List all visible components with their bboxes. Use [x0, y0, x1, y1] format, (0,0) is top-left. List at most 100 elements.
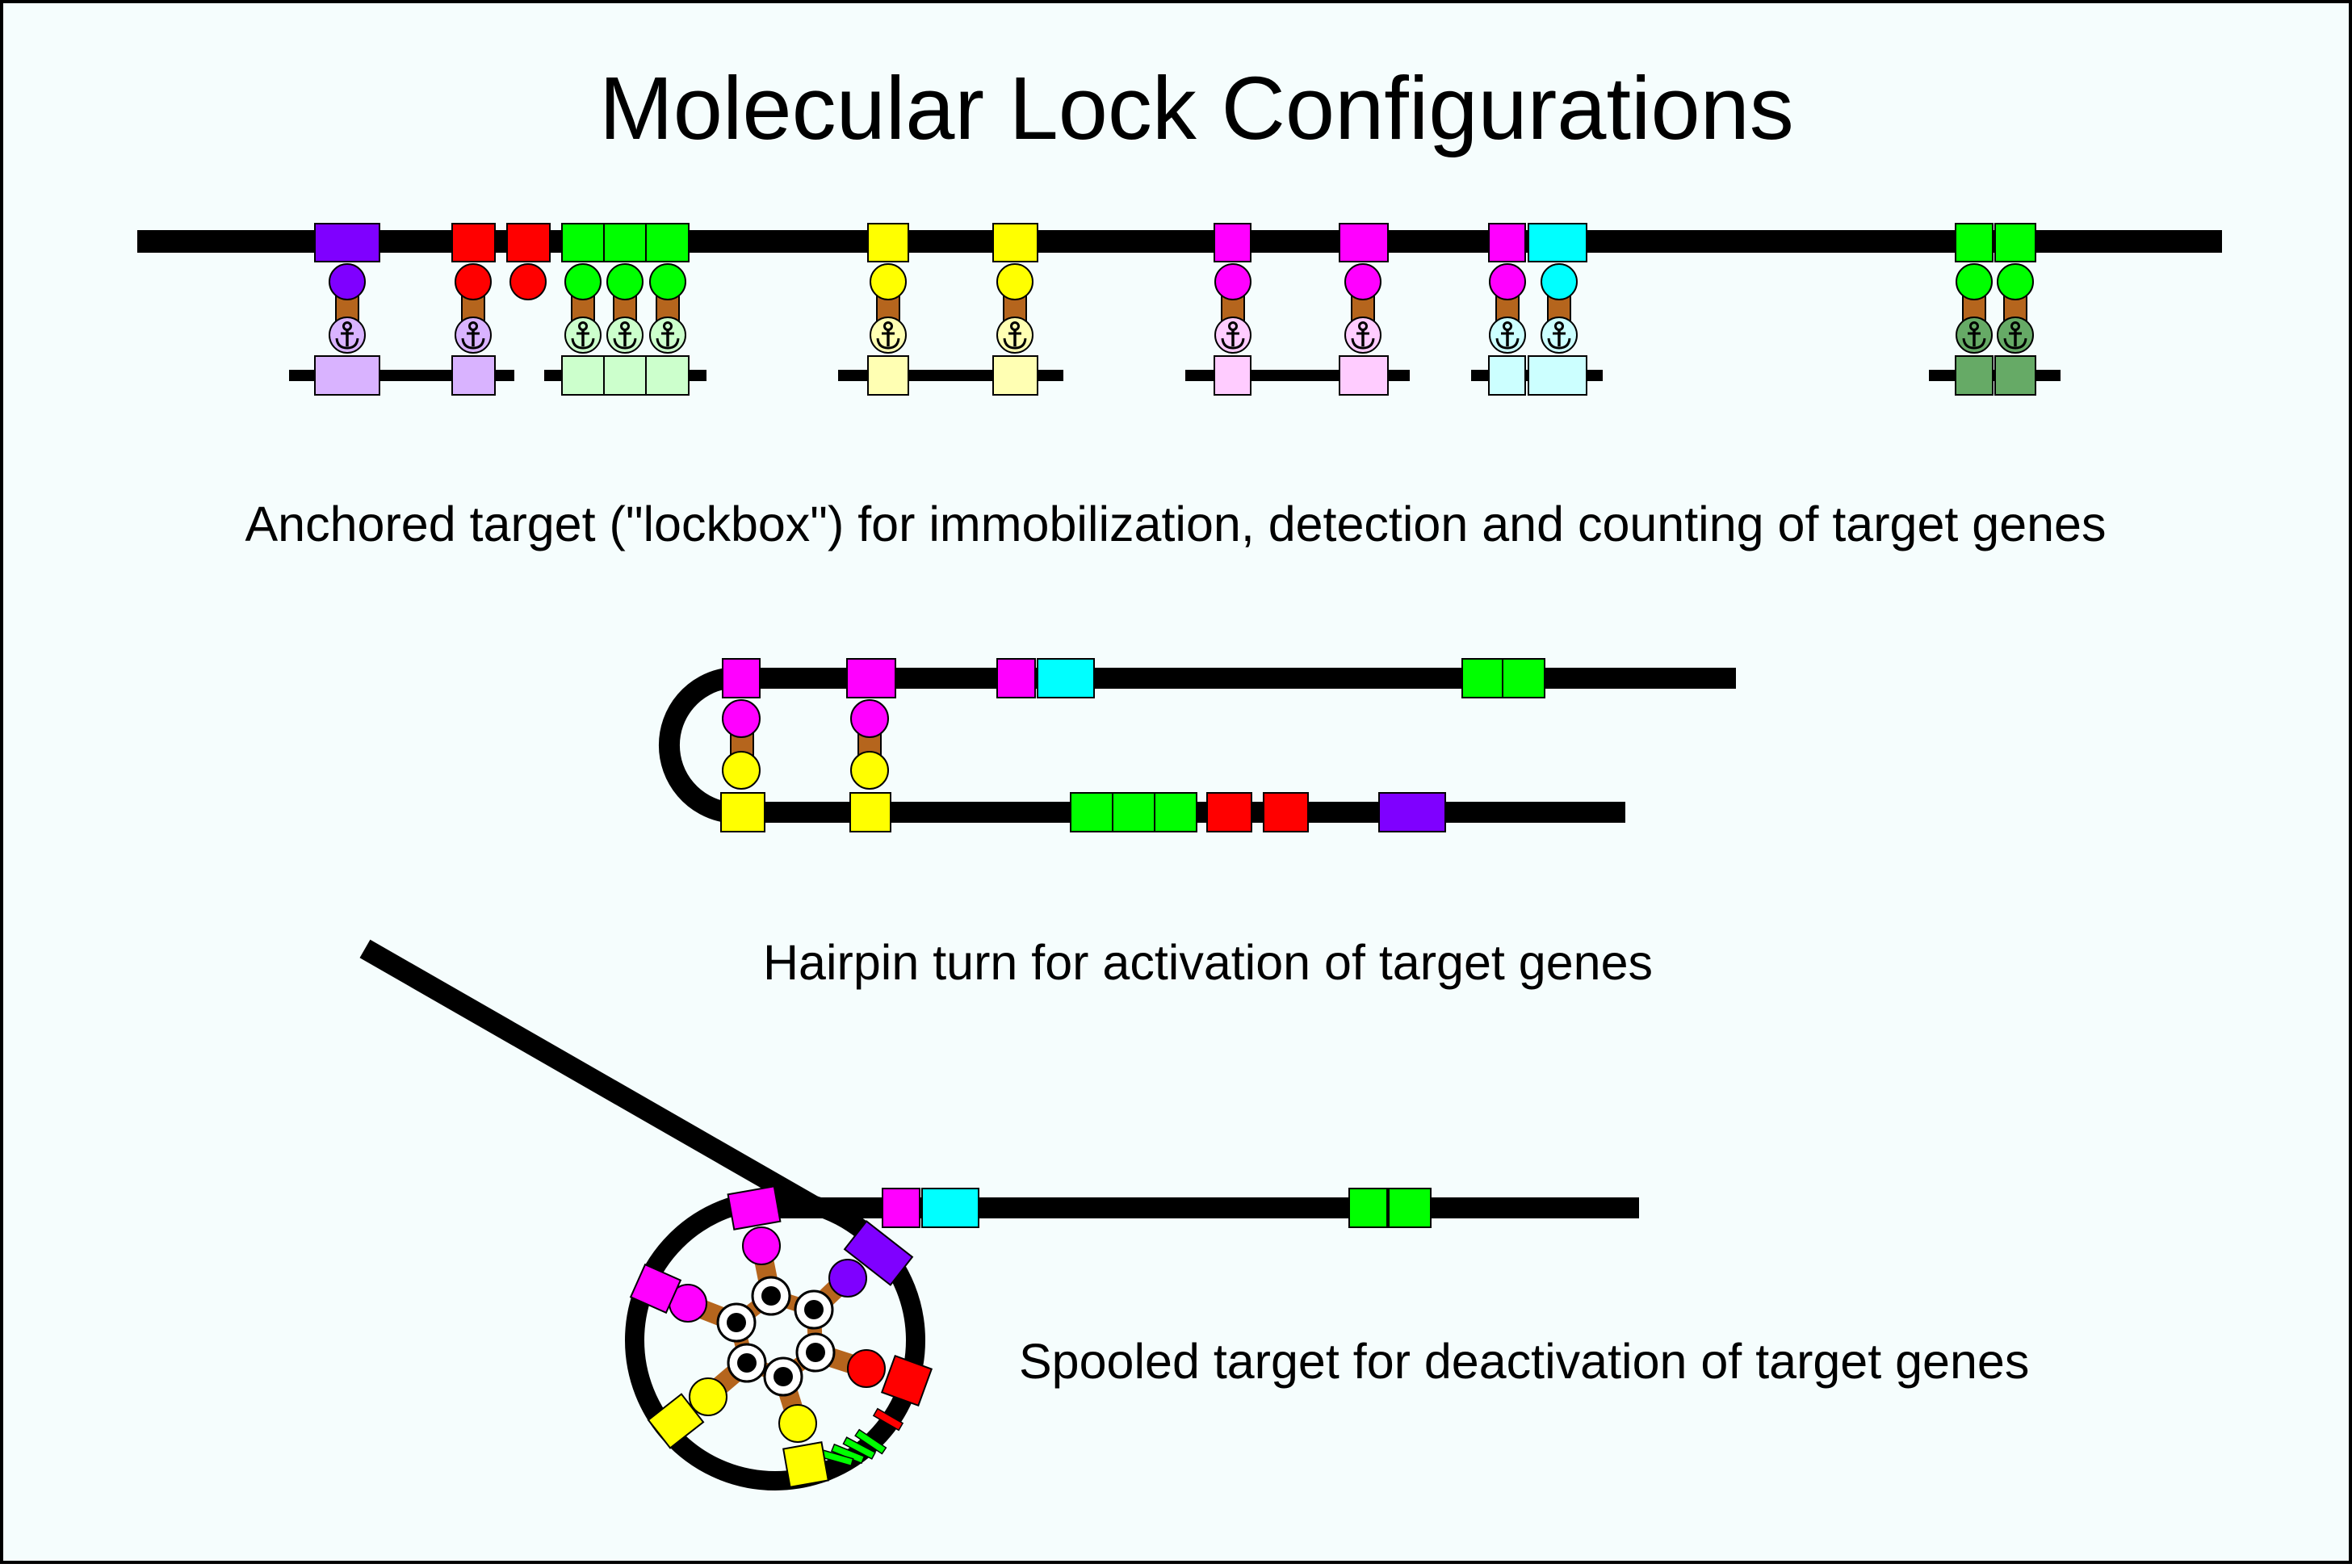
green-block [645, 223, 690, 262]
red-block [506, 223, 551, 262]
green-block [1955, 223, 1994, 262]
anchored-lockbox-diagram: Anchored target ("lockbox") for immobili… [137, 223, 2222, 551]
purple-bead [828, 1259, 867, 1298]
green-bead [1997, 263, 2034, 300]
magenta-block [1339, 223, 1389, 262]
lock-column-red [451, 223, 496, 396]
red-bead [455, 263, 492, 300]
yellow-bead [870, 263, 907, 300]
green-bead [649, 263, 686, 300]
yellow-block [720, 792, 765, 832]
magenta-bead [850, 699, 889, 738]
yellow-block [849, 792, 891, 832]
spooled-diagram: Spooled target for deactivation of targe… [359, 939, 2029, 1490]
green-block [1348, 1188, 1388, 1228]
red-stripe [872, 1407, 904, 1432]
magenta-bead [742, 1226, 781, 1265]
incoming-strand [359, 939, 821, 1217]
purple-bead [329, 263, 366, 300]
hub-bead [795, 1332, 836, 1373]
green-block [1154, 792, 1197, 832]
hub-bead [794, 1289, 834, 1330]
yellow-block [782, 1441, 829, 1488]
hub-bead [763, 1356, 803, 1397]
cyan-block [1528, 223, 1587, 262]
lock-column-magenta [1339, 223, 1389, 396]
magenta-block [846, 658, 896, 698]
green-block [1994, 223, 2036, 262]
light-magenta-block [1339, 355, 1389, 396]
dark-green-block [1994, 355, 2036, 396]
lock-column-yellow [867, 223, 909, 396]
red-bead [847, 1349, 886, 1388]
green-bead [606, 263, 644, 300]
page-title: Molecular Lock Configurations [599, 59, 1794, 158]
lock-column-magenta [1488, 223, 1526, 396]
magenta-block [1488, 223, 1526, 262]
light-green-block [603, 355, 647, 396]
hairpin-strand [658, 668, 1736, 823]
green-bead [1956, 263, 1993, 300]
purple-block [843, 1220, 914, 1286]
magenta-block [727, 1185, 782, 1231]
red-block [880, 1354, 933, 1407]
light-cyan-block [1488, 355, 1526, 396]
magenta-block [629, 1263, 682, 1314]
lock-column-cyan [1528, 223, 1587, 396]
hairpin-diagram: Hairpin turn for activation of target ge… [658, 658, 1736, 990]
magenta-block [996, 658, 1036, 698]
light-magenta-block [1214, 355, 1251, 396]
yellow-bead [722, 751, 761, 790]
red-block [1206, 792, 1252, 832]
magenta-bead [1344, 263, 1381, 300]
hub-bead [727, 1343, 767, 1383]
green-stripe [854, 1428, 887, 1455]
light-green-block [645, 355, 690, 396]
lock-column-green [561, 223, 605, 396]
yellow-bead [689, 1377, 727, 1416]
green-block [1112, 792, 1155, 832]
green-bead [564, 263, 602, 300]
green-block [1502, 658, 1545, 698]
caption-hairpin: Hairpin turn for activation of target ge… [763, 935, 1653, 990]
yellow-block [647, 1393, 705, 1449]
lock-column-yellow [992, 223, 1038, 396]
red-block [1263, 792, 1309, 832]
magenta-block [882, 1188, 920, 1228]
magenta-bead [1214, 263, 1251, 300]
yellow-bead [850, 751, 889, 790]
lock-column-green [1955, 223, 1994, 396]
green-block [603, 223, 647, 262]
purple-block [314, 223, 380, 262]
hub-bead [751, 1276, 791, 1316]
purple-block [1378, 792, 1446, 832]
red-bead [509, 263, 547, 300]
lock-column-green [603, 223, 647, 396]
magenta-bead [1489, 263, 1526, 300]
yellow-block [992, 223, 1038, 262]
caption-spooled: Spooled target for deactivation of targe… [1019, 1334, 2029, 1389]
green-stripe [842, 1436, 877, 1460]
green-block [1388, 1188, 1432, 1228]
cyan-bead [1541, 263, 1578, 300]
light-green-block [561, 355, 605, 396]
green-block [1461, 658, 1503, 698]
light-cyan-block [1528, 355, 1587, 396]
lock-column-purple [314, 223, 380, 396]
green-block [1070, 792, 1113, 832]
cyan-block [1037, 658, 1095, 698]
hub-bead [716, 1302, 757, 1343]
red-block [451, 223, 496, 262]
magenta-block [722, 658, 761, 698]
magenta-block [1214, 223, 1251, 262]
lock-column-green [1994, 223, 2036, 396]
light-purple-block [314, 355, 380, 396]
yellow-bead [778, 1404, 817, 1443]
dark-green-block [1955, 355, 1994, 396]
light-yellow-block [992, 355, 1038, 396]
green-block [561, 223, 605, 262]
cyan-block [921, 1188, 979, 1228]
magenta-bead [722, 699, 761, 738]
